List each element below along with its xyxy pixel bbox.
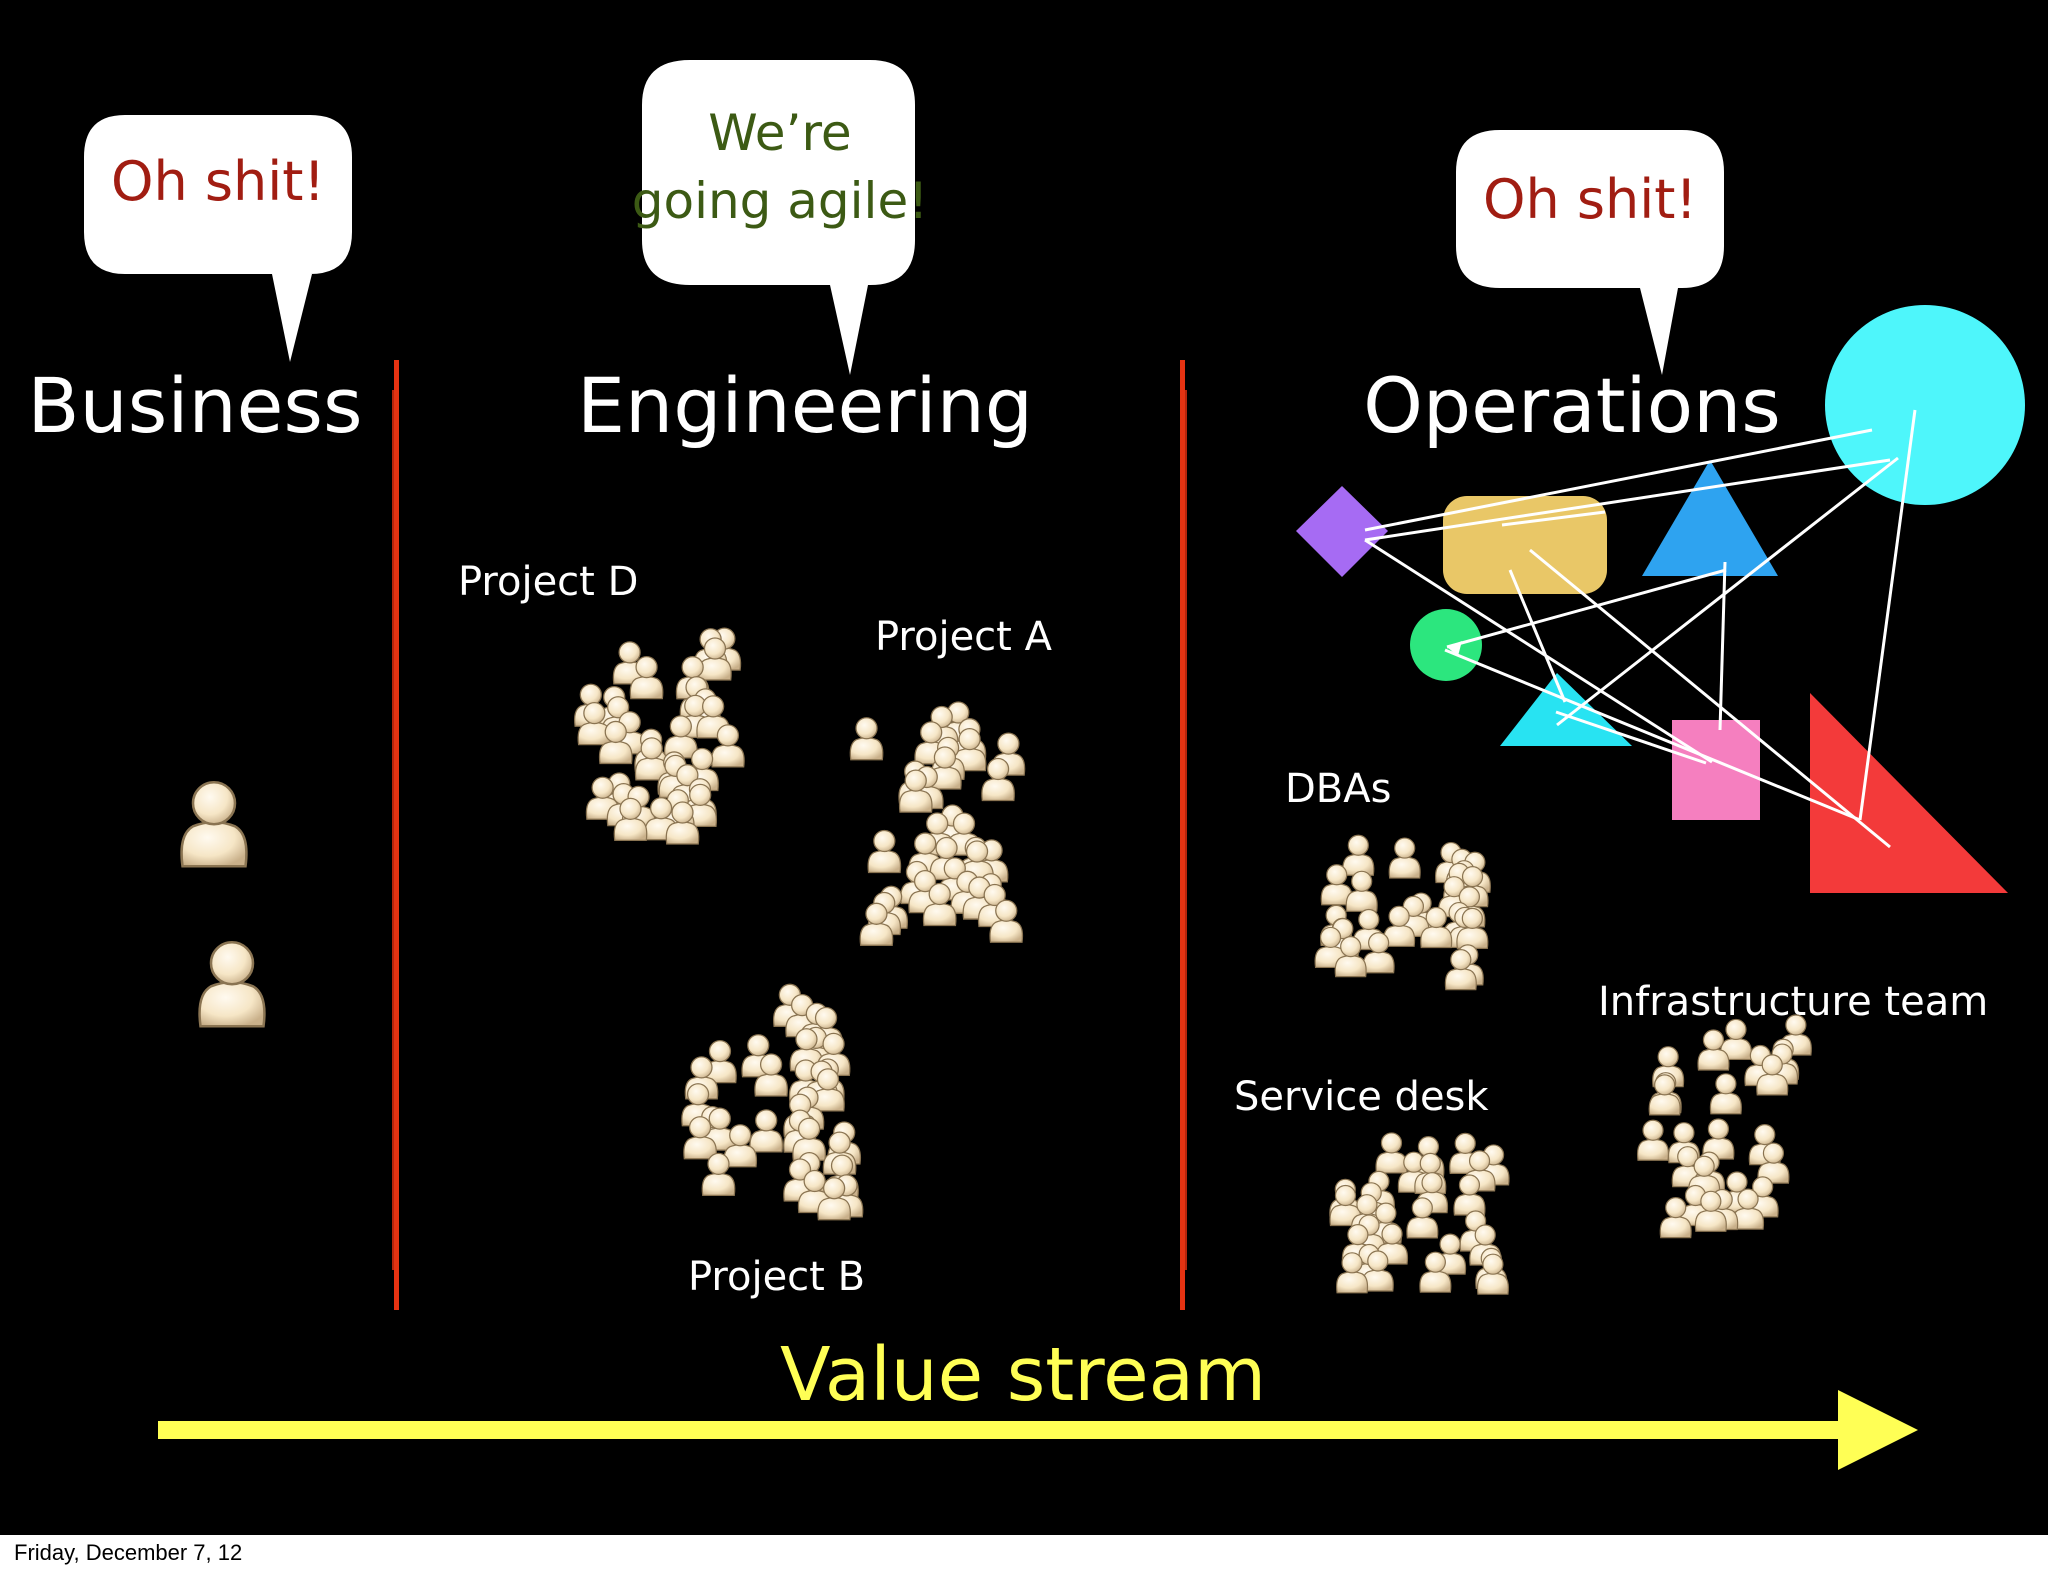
operations-shapes bbox=[1296, 305, 2025, 893]
cyan-triangle-shape bbox=[1500, 673, 1632, 746]
pink-square-shape bbox=[1672, 720, 1760, 820]
label-project-d: Project D bbox=[458, 559, 638, 605]
label-project-b: Project B bbox=[688, 1254, 865, 1300]
people-group-service-desk bbox=[1329, 1132, 1510, 1295]
footer-date: Friday, December 7, 12 bbox=[14, 1540, 243, 1565]
slide-background: Oh shit! We’re going agile! Oh shit! Bus… bbox=[0, 0, 2048, 1535]
heading-business: Business bbox=[27, 361, 362, 450]
people-group-project-b bbox=[681, 983, 864, 1221]
person-icon bbox=[1388, 837, 1421, 879]
speech-bubble-operations: Oh shit! bbox=[1456, 130, 1724, 375]
heading-engineering: Engineering bbox=[577, 361, 1033, 450]
people-group-project-a bbox=[849, 701, 1026, 946]
person-icon bbox=[1636, 1119, 1670, 1161]
red-triangle-shape bbox=[1810, 693, 2008, 893]
person-icon bbox=[849, 717, 884, 761]
label-project-a: Project A bbox=[875, 614, 1053, 660]
label-dbas: DBAs bbox=[1285, 766, 1391, 812]
value-stream-arrow bbox=[158, 1390, 1918, 1470]
person-icon bbox=[749, 1109, 784, 1153]
cyan-circle-shape bbox=[1825, 305, 2025, 505]
divider-engineering-operations bbox=[1180, 360, 1187, 1310]
blue-triangle-shape bbox=[1642, 460, 1778, 576]
people-group-business bbox=[180, 780, 266, 1028]
person-icon bbox=[180, 780, 248, 868]
divider-business-engineering bbox=[392, 360, 399, 1310]
person-icon bbox=[198, 940, 266, 1028]
bubble-engineering-line2: going agile! bbox=[632, 172, 929, 230]
person-icon bbox=[867, 829, 902, 874]
bubble-business-text: Oh shit! bbox=[111, 150, 325, 213]
person-icon bbox=[1342, 834, 1375, 876]
green-circle-shape bbox=[1410, 609, 1482, 681]
heading-operations: Operations bbox=[1363, 361, 1781, 450]
purple-diamond-shape bbox=[1296, 486, 1388, 577]
people-group-infrastructure-team bbox=[1636, 1014, 1812, 1239]
bubble-operations-text: Oh shit! bbox=[1483, 168, 1697, 231]
person-icon bbox=[1375, 1132, 1408, 1174]
people-group-project-d bbox=[573, 627, 745, 845]
value-stream-label: Value stream bbox=[780, 1332, 1266, 1418]
people-group-dbas bbox=[1314, 834, 1491, 991]
label-service-desk: Service desk bbox=[1234, 1074, 1489, 1120]
speech-bubble-engineering: We’re going agile! bbox=[632, 60, 929, 375]
bubble-engineering-line1: We’re bbox=[708, 104, 851, 162]
speech-bubble-business: Oh shit! bbox=[84, 115, 352, 362]
person-icon bbox=[1709, 1073, 1742, 1115]
